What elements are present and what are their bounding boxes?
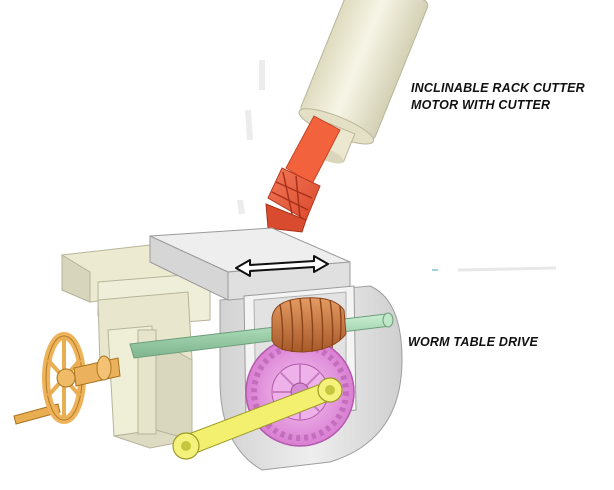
cutter-motor-label: INCLINABLE RACK CUTTER MOTOR WITH CUTTER xyxy=(411,80,585,114)
double-headed-arrow-icon xyxy=(235,255,329,277)
machine-frame xyxy=(61,244,211,449)
worm-drive-label-text: WORM TABLE DRIVE xyxy=(408,335,539,349)
crank-arm xyxy=(172,377,343,460)
worm-drive-label: WORM TABLE DRIVE xyxy=(408,334,538,351)
cutter-motor xyxy=(237,0,429,233)
worm xyxy=(271,297,347,353)
handwheel xyxy=(13,332,121,425)
cutter-motor-label-line1: INCLINABLE RACK CUTTER xyxy=(411,81,585,95)
hob-cutter xyxy=(265,167,321,233)
cutter-motor-label-line2: MOTOR WITH CUTTER xyxy=(411,98,551,112)
